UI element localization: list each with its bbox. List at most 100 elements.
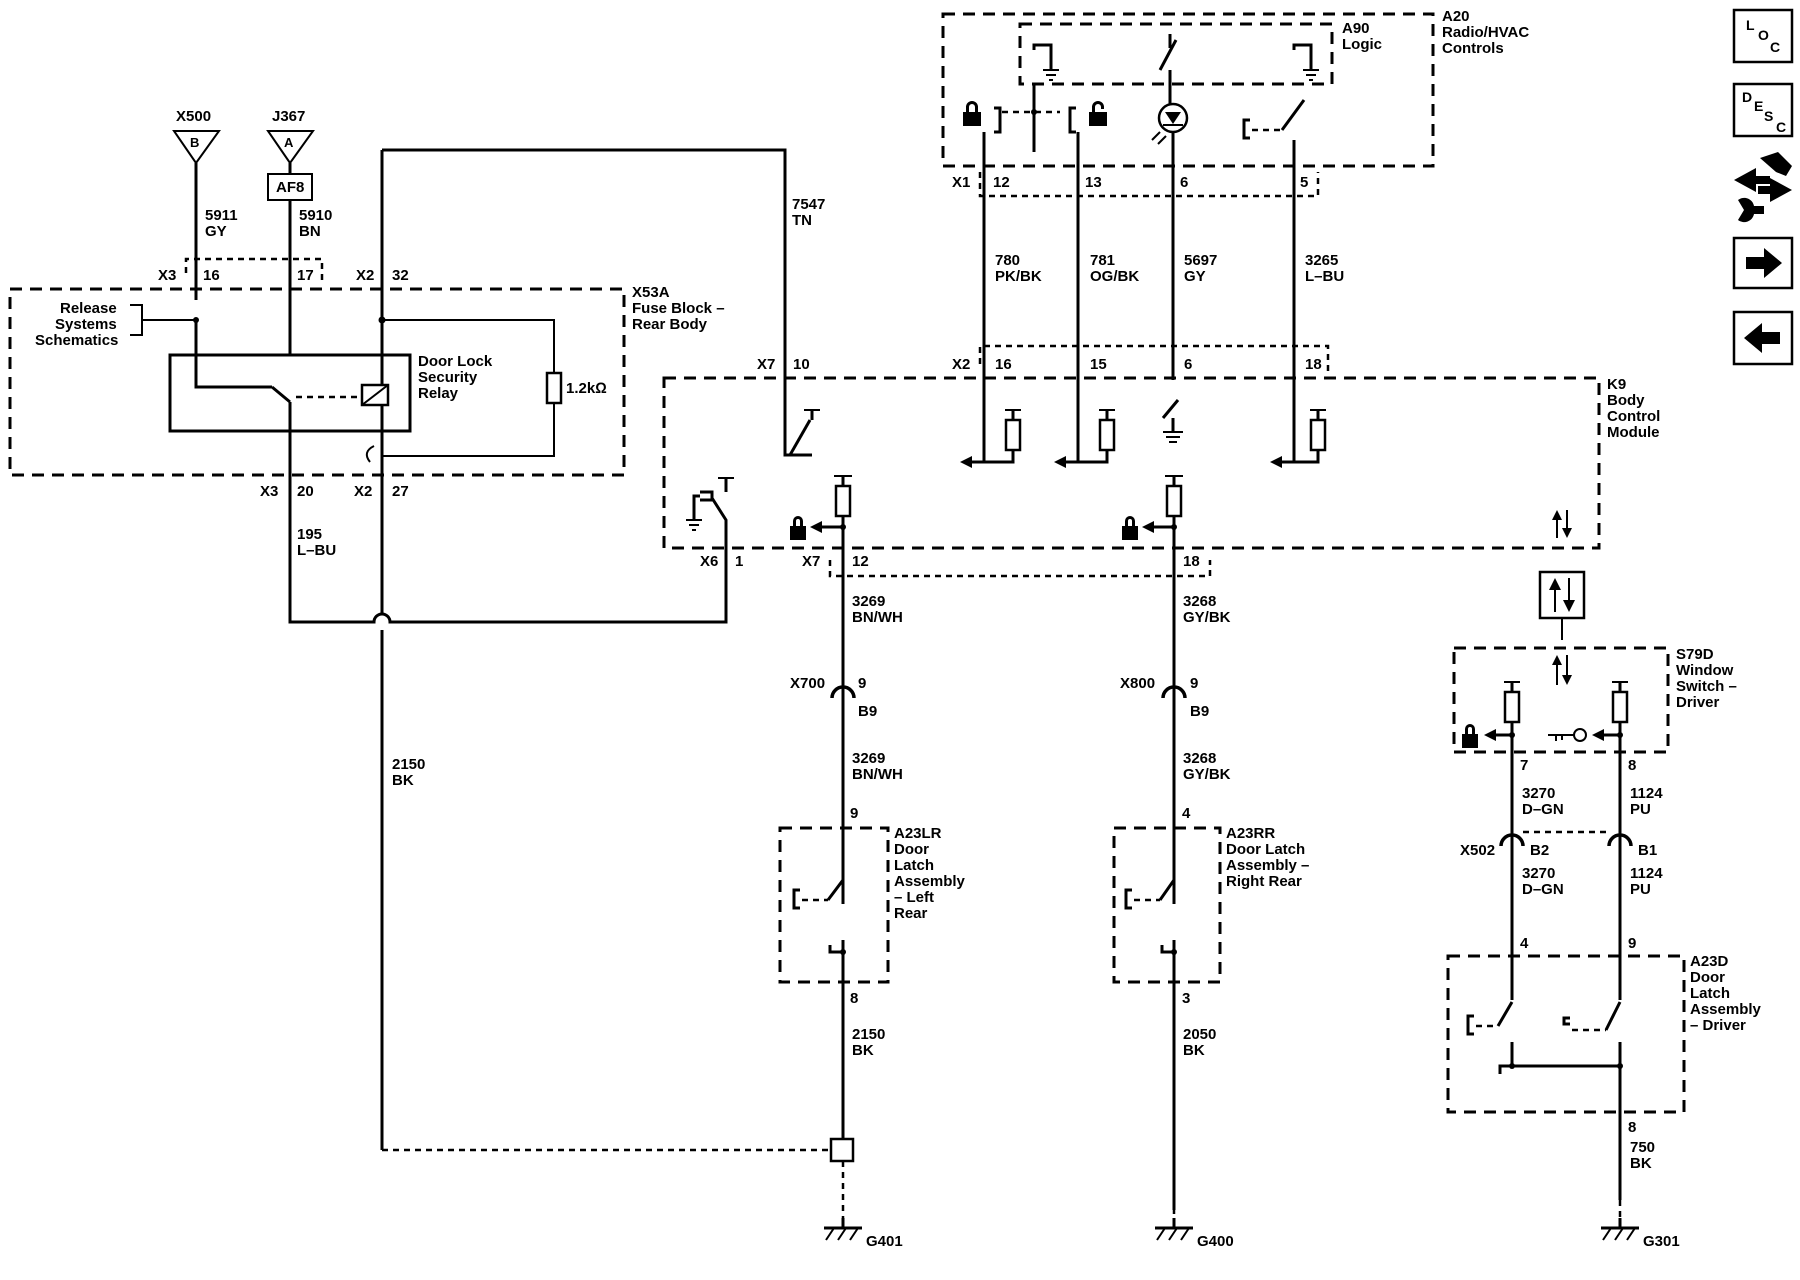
svg-text:– Driver: – Driver — [1690, 1017, 1746, 1034]
svg-text:12: 12 — [993, 174, 1010, 191]
svg-text:Controls: Controls — [1442, 40, 1504, 57]
svg-text:C: C — [1770, 39, 1780, 55]
svg-text:750: 750 — [1630, 1139, 1655, 1156]
svg-text:7547: 7547 — [792, 196, 825, 213]
svg-text:PK/BK: PK/BK — [995, 268, 1042, 285]
svg-text:8: 8 — [1628, 1119, 1636, 1136]
svg-text:Door Lock: Door Lock — [418, 353, 493, 370]
svg-text:B9: B9 — [1190, 703, 1209, 720]
svg-text:9: 9 — [858, 675, 866, 692]
key-icon — [1548, 728, 1587, 742]
svg-text:X6: X6 — [700, 553, 718, 570]
ground-g301: G301 — [1601, 1218, 1680, 1250]
svg-text:X3: X3 — [260, 483, 278, 500]
k9-lock-output-lr — [790, 475, 852, 1150]
svg-text:A: A — [284, 135, 294, 150]
k9-body-control-module — [662, 376, 1601, 550]
svg-text:TN: TN — [792, 212, 812, 229]
svg-text:Assembly: Assembly — [894, 873, 966, 890]
svg-text:Logic: Logic — [1342, 36, 1382, 53]
svg-text:5: 5 — [1300, 174, 1308, 191]
svg-text:1124: 1124 — [1630, 785, 1663, 802]
svg-text:5911: 5911 — [205, 207, 238, 224]
svg-text:D–GN: D–GN — [1522, 881, 1564, 898]
svg-text:BK: BK — [1630, 1155, 1652, 1172]
svg-text:3270: 3270 — [1522, 785, 1555, 802]
svg-text:B1: B1 — [1638, 842, 1657, 859]
svg-text:A23RR: A23RR — [1226, 825, 1275, 842]
svg-text:– Left: – Left — [894, 889, 934, 906]
svg-text:PU: PU — [1630, 881, 1651, 898]
svg-text:AF8: AF8 — [276, 179, 304, 196]
svg-text:3270: 3270 — [1522, 865, 1555, 882]
svg-text:Door: Door — [894, 841, 929, 858]
svg-text:5697: 5697 — [1184, 252, 1217, 269]
svg-text:A90: A90 — [1342, 20, 1370, 37]
a20-radio-hvac — [941, 12, 1435, 168]
svg-text:9: 9 — [1190, 675, 1198, 692]
ground-g401: G401 — [824, 1218, 903, 1250]
s79d-key-output — [1548, 681, 1629, 1000]
svg-text:Switch –: Switch – — [1676, 678, 1737, 695]
svg-text:13: 13 — [1085, 174, 1102, 191]
svg-text:Radio/HVAC: Radio/HVAC — [1442, 24, 1529, 41]
svg-text:781: 781 — [1090, 252, 1115, 269]
svg-text:G401: G401 — [866, 1233, 903, 1250]
release-systems-ref: Release Systems Schematics — [35, 300, 199, 349]
loc-button[interactable]: L O C — [1732, 8, 1794, 64]
svg-text:Security: Security — [418, 369, 478, 386]
svg-text:Window: Window — [1676, 662, 1734, 679]
svg-text:8: 8 — [850, 990, 858, 1007]
svg-text:Control: Control — [1607, 408, 1660, 425]
svg-text:X2: X2 — [354, 483, 372, 500]
svg-text:16: 16 — [203, 267, 220, 284]
svg-text:Schematics: Schematics — [35, 332, 118, 349]
svg-text:D: D — [1742, 89, 1752, 105]
left-rear-branch: 3269 BN/WH X700 9 B9 3269 BN/WH 9 A23LR … — [778, 593, 966, 1218]
svg-text:4: 4 — [1182, 805, 1191, 822]
svg-text:O: O — [1758, 27, 1769, 43]
svg-text:X3: X3 — [158, 267, 176, 284]
svg-text:A23LR: A23LR — [894, 825, 942, 842]
svg-text:X53A: X53A — [632, 284, 670, 301]
svg-text:Systems: Systems — [55, 316, 117, 333]
svg-text:Assembly: Assembly — [1690, 1001, 1762, 1018]
j367-connector: J367 A AF8 5910 BN — [266, 108, 332, 355]
arrow-left-icon[interactable] — [1732, 310, 1794, 366]
svg-text:3: 3 — [1182, 990, 1190, 1007]
wire-labels-top: 780 PK/BK 781 OG/BK 5697 GY 3265 L–BU — [995, 252, 1344, 285]
svg-text:1.2kΩ: 1.2kΩ — [566, 380, 607, 397]
svg-text:Latch: Latch — [1690, 985, 1730, 1002]
desc-button[interactable]: D E S C — [1732, 82, 1794, 138]
svg-text:8: 8 — [1628, 757, 1636, 774]
svg-text:L–BU: L–BU — [297, 542, 336, 559]
serial-data-link — [1538, 510, 1586, 685]
k9-input-5697 — [1161, 399, 1183, 443]
arrow-right-icon[interactable] — [1732, 236, 1794, 290]
svg-text:20: 20 — [297, 483, 314, 500]
svg-text:Fuse Block –: Fuse Block – — [632, 300, 725, 317]
svg-text:Rear: Rear — [894, 905, 928, 922]
svg-text:PU: PU — [1630, 801, 1651, 818]
x500-connector: X500 B 5911 GY — [172, 108, 238, 300]
svg-text:C: C — [1776, 119, 1786, 135]
svg-text:G301: G301 — [1643, 1233, 1680, 1250]
a90-ground-left — [1032, 43, 1059, 81]
svg-text:E: E — [1754, 98, 1763, 114]
svg-text:18: 18 — [1183, 553, 1200, 570]
s79d-window-switch — [1452, 646, 1670, 754]
svg-text:Right Rear: Right Rear — [1226, 873, 1302, 890]
svg-text:2150: 2150 — [392, 756, 425, 773]
svg-text:X7: X7 — [802, 553, 820, 570]
svg-text:BN: BN — [299, 223, 321, 240]
unlock-switch-13 — [1068, 101, 1107, 166]
svg-text:L–BU: L–BU — [1305, 268, 1344, 285]
svg-text:2050: 2050 — [1183, 1026, 1216, 1043]
x53a-fuse-block — [8, 287, 626, 477]
svg-text:2150: 2150 — [852, 1026, 885, 1043]
wire-7547: 7547 TN — [382, 148, 825, 355]
svg-text:A23D: A23D — [1690, 953, 1729, 970]
connector-tool-icon[interactable] — [1734, 152, 1792, 223]
svg-text:16: 16 — [995, 356, 1012, 373]
